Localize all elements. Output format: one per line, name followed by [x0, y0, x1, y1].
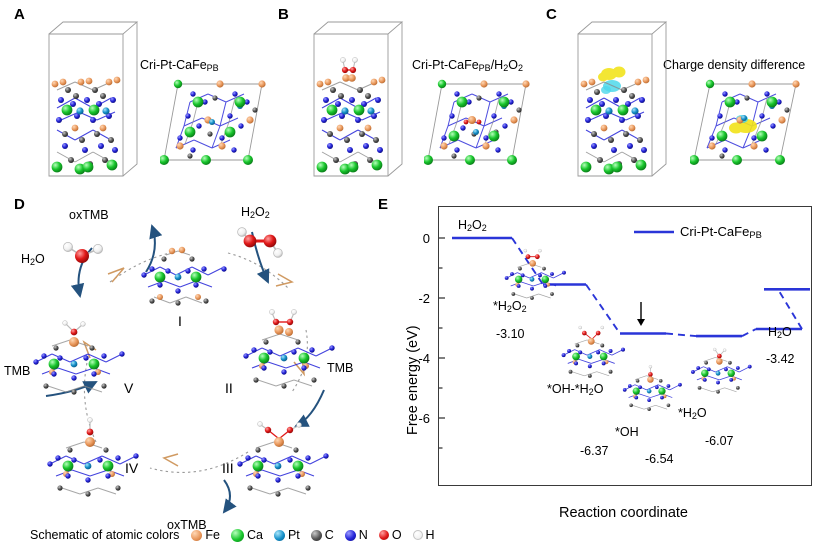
adsorbate-oh-oh2-iii — [257, 421, 302, 439]
cluster-state-iv — [47, 417, 139, 497]
pt-label: Pt — [287, 528, 300, 542]
panel-c-caption: Charge density difference — [663, 58, 806, 72]
value-label-minus654: -6.54 — [645, 452, 674, 466]
panel-letter-e: E — [378, 196, 389, 213]
cycle-state-v: V — [124, 380, 134, 396]
free-energy-plot-frame — [438, 206, 812, 486]
cycle-label-h2o: H2O — [21, 252, 45, 267]
free-energy-curve — [438, 230, 810, 449]
cluster-state-i — [141, 246, 227, 306]
fe-label: Fe — [205, 528, 220, 542]
molecule-h2o2-free — [237, 227, 283, 258]
panel-letter-b: B — [278, 6, 289, 23]
o-dot-icon — [378, 530, 389, 540]
cycle-label-tmb-right: TMB — [327, 361, 354, 375]
inset-structure-ads-h2o — [691, 347, 752, 394]
structure-b-side-view — [313, 21, 404, 177]
plot-legend-label: Cri-Pt-CaFePB — [680, 224, 762, 241]
panel-b-caption: Cri-Pt-CaFePB/H2O2 — [412, 58, 523, 73]
cluster-state-ii — [243, 309, 335, 389]
value-label-minus637: -6.37 — [580, 444, 609, 458]
cycle-state-iv: IV — [125, 460, 139, 476]
adsorbed-h2o2-b — [340, 57, 358, 74]
legend-atom-c: C — [310, 528, 334, 542]
structure-c-side-view — [577, 21, 668, 177]
atomic-color-legend: Schematic of atomic colors Fe Ca Pt C N … — [30, 528, 440, 542]
structure-a-top-view — [160, 79, 266, 165]
legend-atom-n: N — [344, 528, 368, 542]
c-label: C — [324, 528, 334, 542]
adsorbate-oh-iv — [86, 417, 94, 436]
inset-structure-oh-h2o — [561, 325, 626, 378]
structure-c-top-view — [690, 79, 800, 165]
value-label-minus342: -3.42 — [766, 352, 795, 366]
panel-a-caption: Cri-Pt-CaFePB — [140, 58, 219, 73]
value-label-minus310: -3.10 — [496, 327, 525, 341]
cycle-state-ii: II — [225, 380, 233, 396]
state-label-h2o2-initial: H2O2 — [458, 218, 487, 233]
inset-structure-ads-h2o2 — [504, 248, 566, 300]
ca-label: Ca — [246, 528, 263, 542]
panel-letter-c: C — [546, 6, 557, 23]
fe-dot-icon — [191, 529, 203, 541]
state-label-oh-h2o: *OH-*H2O — [547, 382, 604, 397]
cycle-label-oxtmb-bottom: oxTMB — [167, 518, 207, 532]
legend-atom-ca: Ca — [230, 528, 263, 542]
h-label: H — [425, 528, 435, 542]
adsorbed-h2o2-b-top — [463, 119, 482, 125]
panel-letter-d: D — [14, 196, 25, 213]
state-label-h2o-final: H2O — [768, 325, 792, 340]
y-tick-minus2: -2 — [418, 291, 430, 306]
cycle-label-oxtmb-top: oxTMB — [69, 208, 109, 222]
cluster-state-iii — [237, 421, 329, 497]
y-tick-minus4: -4 — [418, 351, 430, 366]
x-axis-title: Reaction coordinate — [559, 505, 688, 521]
h-dot-icon — [412, 530, 423, 540]
n-label: N — [358, 528, 368, 542]
e-inset-2 — [578, 325, 605, 339]
cycle-label-h2o2: H2O2 — [241, 205, 270, 220]
c-dot-icon — [310, 529, 322, 541]
legend-atom-o: O — [378, 528, 402, 542]
structure-a-side-view — [48, 21, 139, 177]
structure-b-top-view — [424, 79, 530, 165]
cluster-state-v — [33, 320, 125, 395]
molecule-h2o-free — [63, 242, 103, 263]
state-label-oh: *OH — [615, 425, 639, 439]
e-inset-4 — [713, 347, 727, 359]
cycle-label-tmb-left: TMB — [4, 364, 31, 378]
legend-atom-fe: Fe — [191, 528, 220, 542]
state-label-ads-h2o2: *H2O2 — [493, 299, 527, 314]
y-tick-0: 0 — [422, 231, 430, 246]
legend-atom-h: H — [412, 528, 435, 542]
value-label-minus607: -6.07 — [705, 434, 734, 448]
e-inset-3 — [648, 365, 653, 377]
legend-atom-pt: Pt — [273, 528, 300, 542]
o-label: O — [391, 528, 402, 542]
e-inset-1 — [523, 248, 542, 260]
cycle-state-iii: III — [222, 460, 234, 476]
atomic-legend-title: Schematic of atomic colors — [30, 528, 180, 542]
n-dot-icon — [344, 529, 356, 541]
panel-letter-a: A — [14, 6, 25, 23]
state-label-ads-h2o: *H2O — [678, 406, 707, 421]
pt-dot-icon — [273, 529, 285, 541]
ca-dot-icon — [230, 528, 244, 542]
cycle-state-i: I — [178, 313, 182, 329]
inset-structure-oh — [622, 365, 682, 411]
y-tick-minus6: -6 — [418, 411, 430, 426]
adsorbate-h2o-v — [62, 320, 86, 336]
adsorbate-h2o2-ii — [269, 309, 297, 326]
